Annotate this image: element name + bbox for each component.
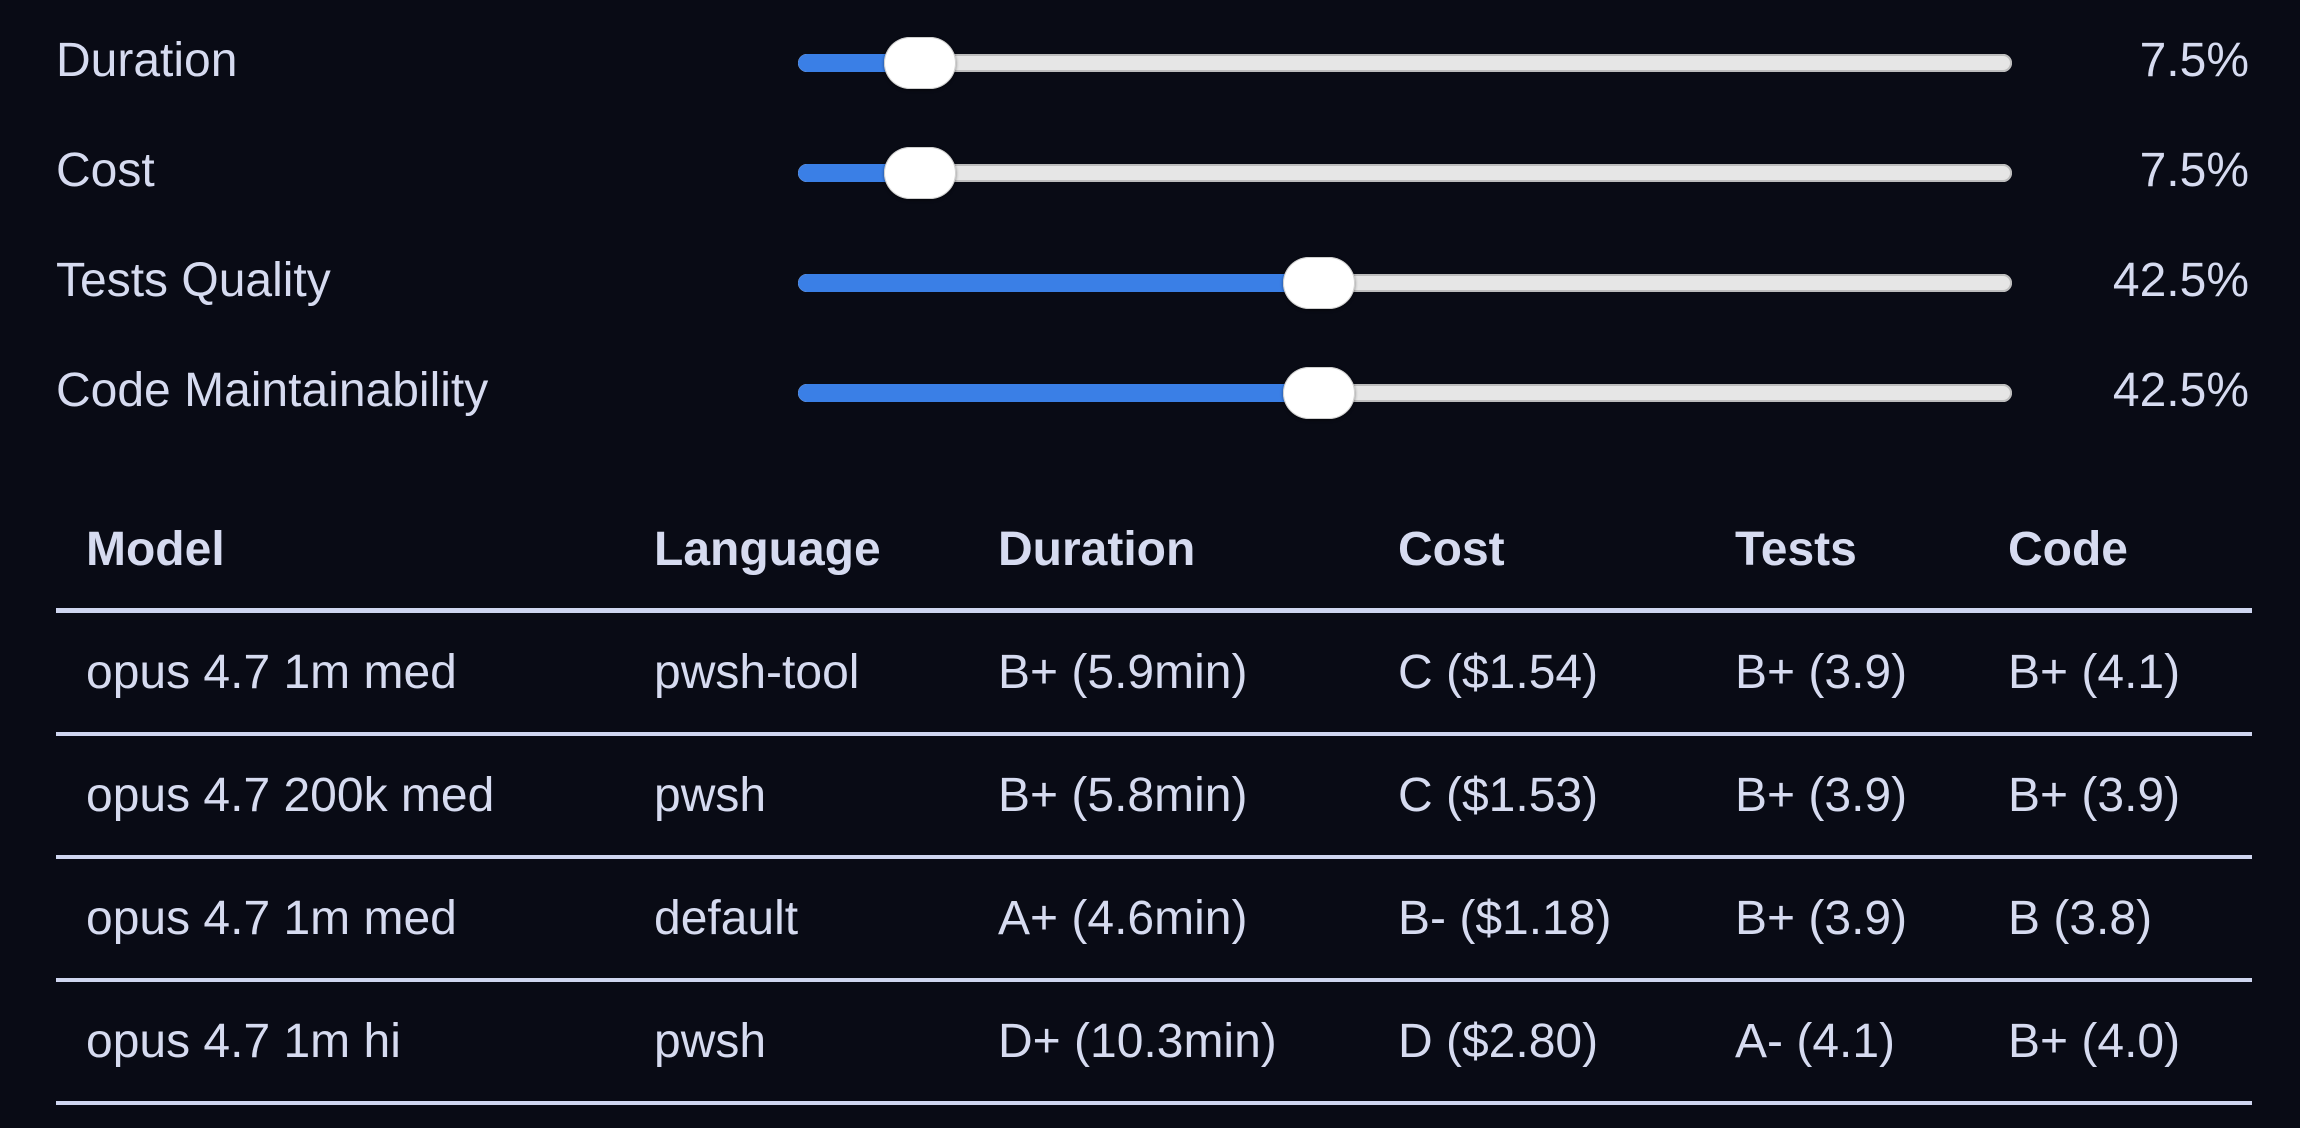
cell-duration: B+ (5.8min)	[968, 734, 1368, 859]
cell-model: opus 4.7 1m med	[56, 610, 624, 736]
table-row: opus 4.7 200k med pwsh B+ (5.8min) C ($1…	[56, 734, 2252, 859]
slider-value: 42.5%	[2112, 364, 2249, 417]
table-row: opus 4.7 1m med pwsh-tool B+ (5.9min) C …	[56, 610, 2252, 736]
slider-thumb[interactable]	[883, 147, 956, 199]
column-header-code[interactable]: Code	[1978, 490, 2252, 613]
table-row: opus 4.7 1m hi pwsh D+ (10.3min) D ($2.8…	[56, 980, 2252, 1105]
cell-cost: C ($1.53)	[1368, 734, 1705, 859]
cell-model: opus 4.7 1m med	[56, 857, 624, 982]
cell-tests: A- (4.1)	[1705, 980, 1978, 1105]
slider-value: 7.5%	[2139, 144, 2249, 197]
cell-cost: C ($1.54)	[1368, 610, 1705, 736]
slider-thumb[interactable]	[1283, 367, 1356, 419]
cell-duration: B+ (5.9min)	[968, 610, 1368, 736]
column-header-duration[interactable]: Duration	[968, 490, 1368, 613]
cell-tests: B+ (3.9)	[1705, 610, 1978, 736]
cell-code: B+ (4.1)	[1978, 610, 2252, 736]
slider-label: Duration	[56, 34, 238, 87]
slider-track[interactable]	[798, 274, 2012, 292]
slider-thumb[interactable]	[1283, 257, 1356, 309]
cell-code: B+ (3.9)	[1978, 734, 2252, 859]
weight-slider-duration: Duration 7.5%	[0, 6, 2300, 116]
cell-language: default	[624, 857, 968, 982]
cell-duration: A+ (4.6min)	[968, 857, 1368, 982]
cell-tests: B+ (3.9)	[1705, 857, 1978, 982]
slider-track[interactable]	[798, 164, 2012, 182]
slider-track[interactable]	[798, 54, 2012, 72]
cell-tests: B+ (3.9)	[1705, 734, 1978, 859]
slider-value: 42.5%	[2112, 254, 2249, 307]
cell-model: opus 4.7 200k med	[56, 734, 624, 859]
cell-cost: B- ($1.18)	[1368, 857, 1705, 982]
table-row: opus 4.7 1m med default A+ (4.6min) B- (…	[56, 857, 2252, 982]
cell-model: opus 4.7 1m hi	[56, 980, 624, 1105]
cell-language: pwsh	[624, 734, 968, 859]
column-header-model[interactable]: Model	[56, 490, 624, 613]
slider-label: Code Maintainability	[56, 364, 489, 417]
table-header-row: Model Language Duration Cost Tests Code	[56, 490, 2252, 613]
table-body: opus 4.7 1m med pwsh-tool B+ (5.9min) C …	[56, 610, 2252, 1105]
column-header-tests[interactable]: Tests	[1705, 490, 1978, 613]
slider-value: 7.5%	[2139, 34, 2249, 87]
cell-code: B+ (4.0)	[1978, 980, 2252, 1105]
weight-slider-cost: Cost 7.5%	[0, 116, 2300, 226]
column-header-language[interactable]: Language	[624, 490, 968, 613]
slider-fill	[798, 384, 1320, 402]
cell-code: B (3.8)	[1978, 857, 2252, 982]
results-table: Model Language Duration Cost Tests Code …	[56, 490, 2252, 1105]
column-header-cost[interactable]: Cost	[1368, 490, 1705, 613]
table-header: Model Language Duration Cost Tests Code	[56, 490, 2252, 613]
slider-track[interactable]	[798, 384, 2012, 402]
weight-slider-code-maintainability: Code Maintainability 42.5%	[0, 336, 2300, 446]
cell-language: pwsh	[624, 980, 968, 1105]
slider-fill	[798, 274, 1320, 292]
weight-slider-tests-quality: Tests Quality 42.5%	[0, 226, 2300, 336]
slider-label: Tests Quality	[56, 254, 331, 307]
cell-duration: D+ (10.3min)	[968, 980, 1368, 1105]
slider-label: Cost	[56, 144, 155, 197]
cell-cost: D ($2.80)	[1368, 980, 1705, 1105]
slider-thumb[interactable]	[883, 37, 956, 89]
cell-language: pwsh-tool	[624, 610, 968, 736]
